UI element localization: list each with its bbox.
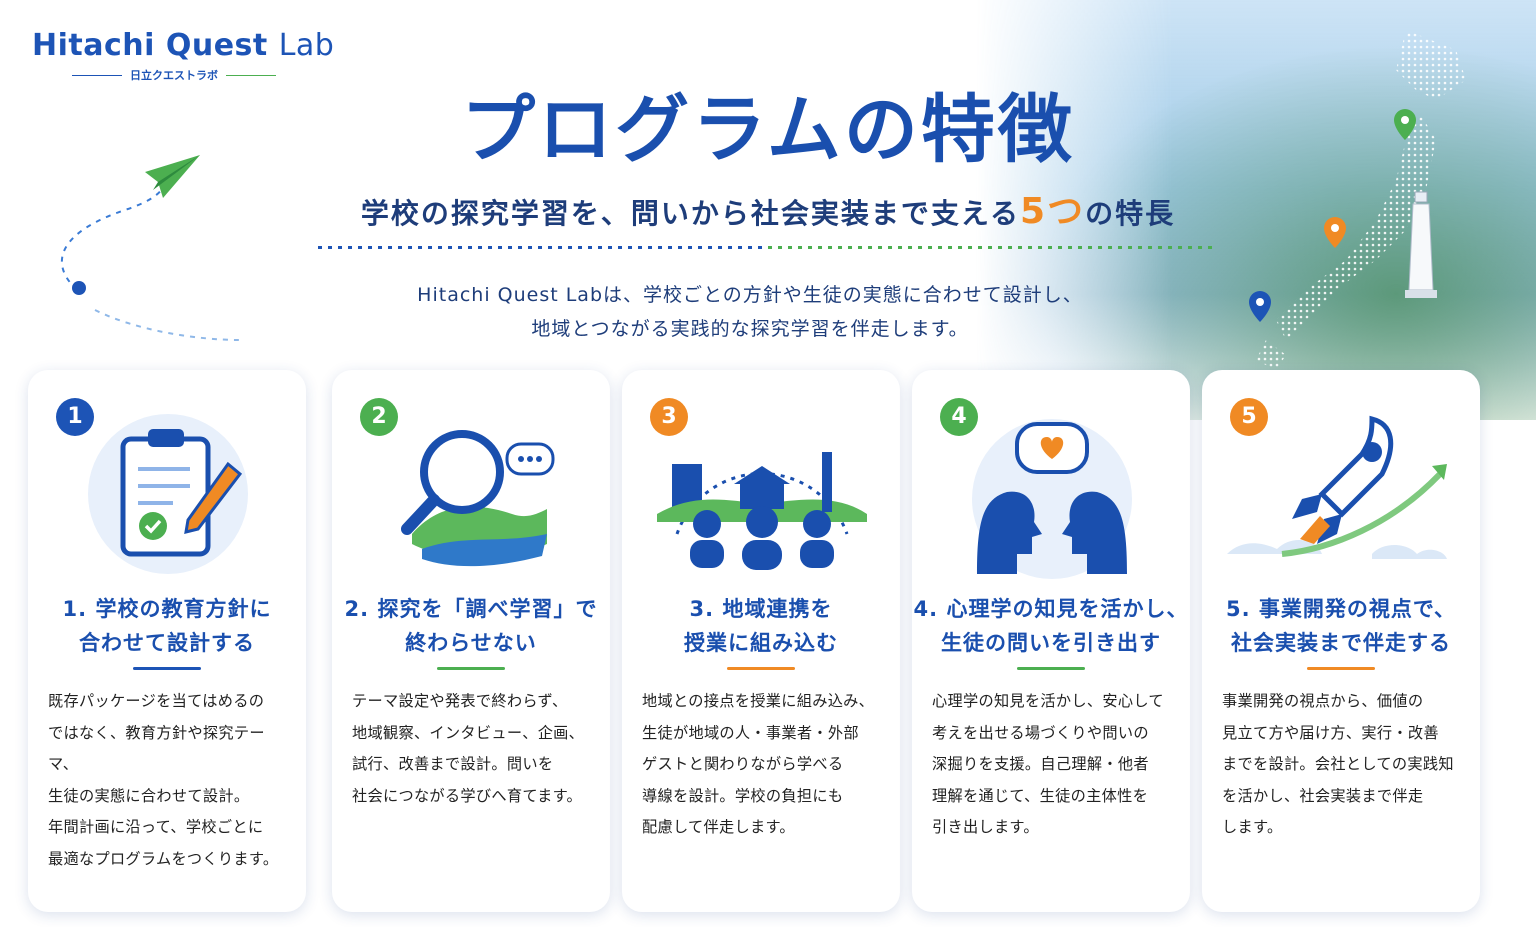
subtitle-highlight: 5つ — [1020, 191, 1086, 232]
logo-wordmark: Hitachi Quest Lab — [32, 28, 335, 63]
feature-card-4: 4 4. 心理学の知見を活かし、生徒の問いを引き出す 心理学の知見を活かし、安心… — [912, 370, 1190, 912]
card-number-badge: 4 — [940, 398, 978, 436]
page-subtitle: 学校の探究学習を、問いから社会実装まで支える5つの特長 — [360, 191, 1176, 232]
feature-card-1: 1 1. 学校の教育方針に合わせて設計する 既存パッケージを当てはめるのではなく… — [28, 370, 306, 912]
paper-plane-icon — [60, 155, 241, 341]
card-underline — [437, 667, 505, 670]
feature-card-2: 2 2. 探究を「調べ学習」で終わらせない テーマ設定や発表で終わらず、地域観察… — [332, 370, 610, 912]
card-title: 3. 地域連携を授業に組み込む — [684, 597, 838, 655]
card-number-badge: 5 — [1230, 398, 1268, 436]
card-title: 1. 学校の教育方針に合わせて設計する — [62, 597, 272, 655]
card-body: 事業開発の視点から、価値の見立て方や届け方、実行・改善までを設計。会社としての実… — [1222, 692, 1454, 836]
card-number-badge: 1 — [56, 398, 94, 436]
clipboard-check-icon — [88, 414, 248, 574]
card-body: 心理学の知見を活かし、安心して考えを出せる場づくりや問いの深掘りを支援。自己理解… — [932, 692, 1164, 836]
page-title: プログラムの特徴 — [461, 87, 1075, 173]
lighthouse-icon — [1405, 191, 1437, 298]
card-underline — [1307, 667, 1375, 670]
dotted-divider — [318, 246, 1218, 249]
map-pin-blue-icon — [1249, 291, 1271, 322]
intro-text: Hitachi Quest Labは、学校ごとの方針や生徒の実態に合わせて設計し… — [417, 284, 1083, 340]
card-underline — [1017, 667, 1085, 670]
rocket-icon — [1227, 415, 1447, 559]
card-underline — [133, 667, 201, 670]
community-icon — [657, 452, 867, 570]
card-body: 地域との接点を授業に組み込み、生徒が地域の人・事業者・外部ゲストと関わりながら学… — [642, 692, 875, 836]
logo[interactable]: Hitachi Quest Lab 日立クエストラボ — [32, 28, 334, 83]
card-title: 2. 探究を「調べ学習」で終わらせない — [344, 597, 598, 655]
logo-subtitle: 日立クエストラボ — [72, 67, 334, 83]
card-number-badge: 2 — [360, 398, 398, 436]
card-underline — [727, 667, 795, 670]
feature-card-5: 5 5. 事業開発の視点で、社会実装まで伴走する 事業開発の視点から、価値の見立… — [1202, 370, 1480, 912]
dialogue-heads-icon — [972, 419, 1132, 579]
card-title: 5. 事業開発の視点で、社会実装まで伴走する — [1225, 597, 1457, 655]
card-body: 既存パッケージを当てはめるのではなく、教育方針や探究テーマ、生徒の実態に合わせて… — [48, 692, 279, 868]
card-body: テーマ設定や発表で終わらず、地域観察、インタビュー、企画、試行、改善まで設計。問… — [352, 692, 585, 805]
japan-map-icon — [1249, 30, 1466, 370]
card-number-badge: 3 — [650, 398, 688, 436]
map-pin-orange-icon — [1324, 217, 1346, 248]
map-pin-green-icon — [1394, 109, 1416, 140]
card-title: 4. 心理学の知見を活かし、生徒の問いを引き出す — [913, 597, 1189, 655]
feature-card-3: 3 3. 地域連携を授業に組み込む 地域との接点を授業に組み込み、生徒が地域の人… — [622, 370, 900, 912]
magnifier-landscape-icon — [401, 430, 555, 567]
